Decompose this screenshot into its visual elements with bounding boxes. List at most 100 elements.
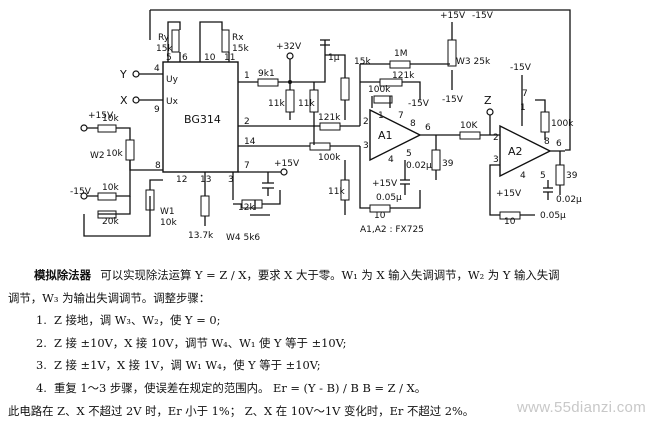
- feedback-wire: [149, 9, 571, 151]
- svg-text:10k: 10k: [102, 114, 119, 124]
- pot-w2: [125, 139, 135, 161]
- svg-text:100k: 100k: [551, 119, 574, 129]
- svg-text:11k: 11k: [328, 187, 345, 197]
- pot-w3: [447, 39, 457, 67]
- svg-text:11k: 11k: [298, 99, 315, 109]
- svg-text:-15V: -15V: [472, 11, 494, 21]
- svg-text:8: 8: [155, 161, 161, 171]
- chip-label: BG314: [184, 113, 221, 126]
- label-w3: W3 25k: [456, 57, 491, 67]
- svg-text:0.05μ: 0.05μ: [376, 193, 402, 203]
- label-w1: W1: [160, 207, 175, 217]
- svg-text:4: 4: [520, 171, 526, 181]
- opamp-a1-label: A1: [378, 129, 393, 142]
- divider-circuit-schematic: BG314 Uy Ux Ry 15k Rx 15k 5 6 10 11 Y 4 …: [70, 9, 582, 243]
- watermark: www.55dianzi.com: [516, 399, 646, 416]
- svg-text:9k1: 9k1: [258, 69, 275, 79]
- step-4: 4.重复 1～3 步骤，使误差在规定的范围内。 Er = (Y - B) / B…: [36, 380, 427, 395]
- svg-text:8: 8: [544, 137, 550, 147]
- label-rx: Rx: [232, 33, 244, 43]
- svg-text:-15V: -15V: [408, 99, 430, 109]
- label-w4: W4 5k6: [226, 233, 260, 243]
- svg-text:7: 7: [398, 111, 404, 121]
- svg-text:2: 2: [244, 117, 250, 127]
- svg-text:11k: 11k: [268, 99, 285, 109]
- svg-text:-15V: -15V: [70, 187, 92, 197]
- svg-text:7: 7: [244, 161, 250, 171]
- svg-text:0.02μ: 0.02μ: [556, 195, 582, 205]
- description-line-1: 模拟除法器 可以实现除法运算 Y = Z / X，要求 X 大于零。W₁ 为 X…: [34, 268, 560, 282]
- svg-text:+15V: +15V: [88, 111, 114, 121]
- svg-text:10k: 10k: [106, 149, 123, 159]
- label-ry: Ry: [158, 33, 170, 43]
- chip-input-ux: Ux: [166, 97, 179, 107]
- svg-text:1μ: 1μ: [328, 53, 340, 63]
- terminal-y: [132, 70, 140, 78]
- svg-text:1: 1: [520, 103, 526, 113]
- svg-text:10K: 10K: [460, 121, 478, 131]
- svg-text:12k: 12k: [238, 203, 255, 213]
- terminal-x-label: X: [120, 94, 128, 107]
- description-line-2: 调节，W₃ 为输出失调调节。调整步骤：: [8, 290, 211, 305]
- section-title: 模拟除法器: [34, 268, 91, 282]
- svg-text:10k: 10k: [160, 218, 177, 228]
- svg-text:13.7k: 13.7k: [188, 231, 214, 241]
- svg-text:-15V: -15V: [510, 63, 532, 73]
- chip-input-uy: Uy: [166, 75, 179, 85]
- svg-text:39: 39: [566, 171, 578, 181]
- svg-text:3: 3: [228, 175, 234, 185]
- terminal-z: [486, 108, 494, 116]
- accuracy-note: 此电路在 Z、X 不超过 2V 时，Er 小于 1%； Z、X 在 10V～1V…: [8, 403, 475, 418]
- svg-text:+15V: +15V: [274, 159, 300, 169]
- svg-text:100k: 100k: [368, 85, 391, 95]
- svg-text:5: 5: [406, 149, 412, 159]
- bg314-chip: [162, 61, 239, 173]
- svg-text:20k: 20k: [102, 217, 119, 227]
- svg-text:+32V: +32V: [276, 42, 302, 52]
- svg-text:0.02μ: 0.02μ: [406, 161, 432, 171]
- svg-text:1: 1: [244, 71, 250, 81]
- terminal-z-label: Z: [484, 94, 492, 107]
- svg-text:-15V: -15V: [442, 95, 464, 105]
- svg-text:12: 12: [176, 175, 187, 185]
- svg-text:9: 9: [154, 105, 160, 115]
- description-text: 模拟除法器 可以实现除法运算 Y = Z / X，要求 X 大于零。W₁ 为 X…: [8, 264, 648, 422]
- step-3: 3.Z 接 ±1V，X 接 1V，调 W₁ W₄，使 Y 等于 ±10V;: [36, 358, 321, 373]
- svg-text:10: 10: [504, 217, 516, 227]
- svg-text:121k: 121k: [392, 71, 415, 81]
- svg-text:15k: 15k: [232, 44, 249, 54]
- svg-text:6: 6: [425, 123, 431, 133]
- svg-text:5: 5: [540, 171, 546, 181]
- terminal-y-label: Y: [119, 68, 127, 81]
- svg-text:121k: 121k: [318, 113, 341, 123]
- svg-text:6: 6: [556, 139, 562, 149]
- svg-text:4: 4: [388, 155, 394, 165]
- svg-text:10: 10: [374, 211, 386, 221]
- svg-text:14: 14: [244, 137, 256, 147]
- step-1: 1.Z 接地，调 W₃、W₂，使 Y = 0;: [36, 313, 221, 328]
- svg-text:100k: 100k: [318, 153, 341, 163]
- svg-text:10: 10: [204, 53, 216, 63]
- svg-text:11: 11: [224, 53, 235, 63]
- svg-text:+15V: +15V: [440, 11, 466, 21]
- opamp-a2-label: A2: [508, 145, 523, 158]
- svg-text:4: 4: [154, 64, 160, 74]
- svg-text:6: 6: [182, 53, 188, 63]
- label-w2: W2: [90, 151, 105, 161]
- svg-text:3: 3: [363, 141, 369, 151]
- svg-text:15k: 15k: [156, 44, 173, 54]
- opamp-model-label: A1,A2 : FX725: [360, 225, 424, 235]
- svg-text:8: 8: [410, 119, 416, 129]
- svg-text:10k: 10k: [102, 183, 119, 193]
- svg-text:1: 1: [378, 111, 384, 121]
- resistor-ry: [171, 29, 180, 53]
- svg-text:+15V: +15V: [496, 189, 522, 199]
- svg-text:2: 2: [363, 117, 369, 127]
- terminal-x: [132, 96, 140, 104]
- svg-text:7: 7: [522, 89, 528, 99]
- svg-text:2: 2: [493, 133, 499, 143]
- svg-text:+15V: +15V: [372, 179, 398, 189]
- svg-text:13: 13: [200, 175, 211, 185]
- svg-text:39: 39: [442, 159, 454, 169]
- svg-text:3: 3: [493, 155, 499, 165]
